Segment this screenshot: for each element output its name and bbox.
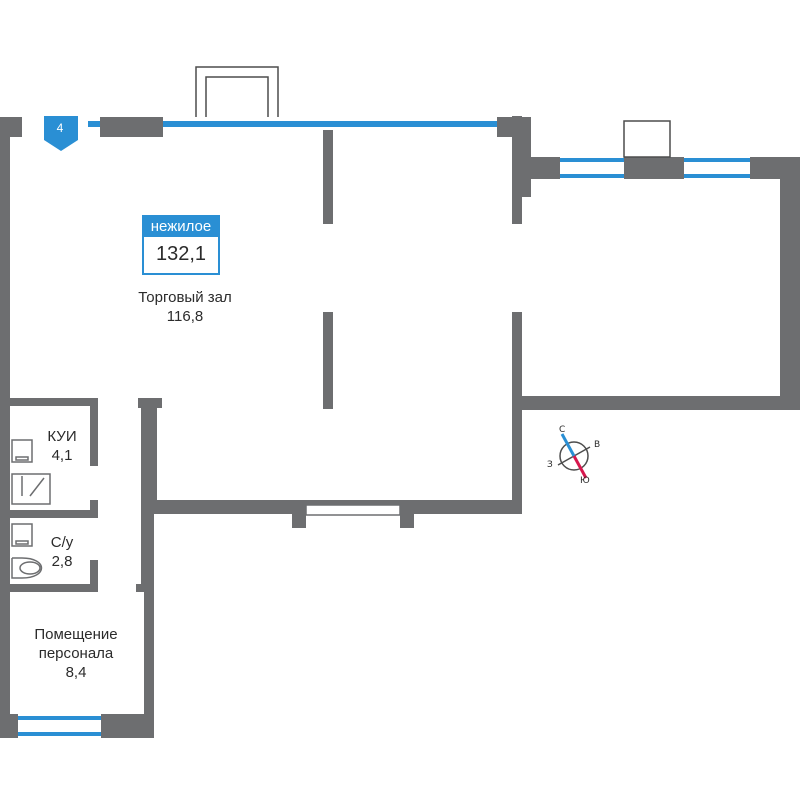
room-kui: КУИ 4,1 (38, 427, 86, 465)
porch (195, 66, 279, 117)
wall-segment (323, 312, 333, 409)
wall-segment (0, 584, 98, 592)
compass-east-label: В (594, 440, 601, 450)
porch-right (623, 120, 671, 158)
sink-icon (11, 439, 33, 463)
room-wc: С/у 2,8 (40, 533, 84, 571)
room-area: 2,8 (51, 553, 73, 570)
shower-icon (11, 473, 51, 505)
window (684, 174, 750, 178)
compass-south-arrow (572, 455, 588, 479)
wall-segment (147, 398, 157, 514)
toilet-icon (19, 561, 41, 575)
window (18, 732, 101, 736)
sink-icon (15, 540, 29, 545)
badge-area: 132,1 (155, 243, 207, 265)
wall-segment (136, 584, 154, 592)
shower-icon (21, 476, 45, 497)
room-area: 116,8 (166, 308, 204, 325)
room-name: персонала (38, 645, 114, 662)
wall-segment (512, 312, 522, 510)
wall-segment (512, 116, 522, 224)
wall-segment (101, 714, 154, 738)
porch-inner (205, 76, 269, 117)
wall-segment (323, 130, 333, 224)
sink-icon (15, 456, 29, 461)
walls (0, 116, 800, 738)
window (88, 121, 100, 127)
room-sales-hall: Торговый зал 116,8 (110, 288, 260, 326)
wall-segment (512, 396, 800, 410)
wall-segment (138, 398, 162, 408)
wall-segment (0, 398, 98, 406)
compass-north-label: С (559, 425, 566, 435)
window (560, 174, 624, 178)
compass-south-label: Ю (580, 476, 590, 486)
room-area: 4,1 (51, 447, 73, 464)
area-badge: нежилое 132,1 (142, 215, 220, 275)
floor-tag-shape (44, 116, 78, 151)
badge-type: нежилое (144, 217, 218, 237)
wall-segment (780, 157, 800, 410)
window (18, 716, 101, 720)
room-name: Торговый зал (138, 289, 232, 306)
room-name: Помещение (34, 626, 118, 643)
wall-segment (624, 157, 684, 179)
wall-segment (90, 500, 98, 518)
room-staff: Помещение персонала 8,4 (14, 625, 138, 682)
wall-segment (90, 398, 98, 466)
compass-circle (559, 441, 589, 471)
window (163, 121, 497, 127)
toilet-icon (11, 557, 43, 579)
wall-segment (0, 117, 10, 737)
wall-segment (0, 714, 18, 738)
fixtures (11, 439, 51, 579)
wall-segment (100, 117, 163, 137)
compass-west-label: З (547, 460, 553, 470)
porch-outline (195, 66, 279, 117)
compass (557, 433, 591, 479)
windows (18, 121, 750, 736)
wall-segment (512, 157, 560, 179)
floor-number: 4 (56, 121, 64, 135)
wall-segment (141, 398, 147, 584)
wall-segment (400, 500, 414, 528)
compass-north-arrow (560, 433, 576, 457)
window (684, 158, 750, 162)
room-name: С/у (50, 534, 74, 551)
window (305, 504, 401, 516)
wall-segment (144, 510, 154, 738)
sink-icon (11, 523, 33, 547)
wall-segment (0, 510, 98, 518)
window (560, 158, 624, 162)
room-area: 8,4 (65, 664, 87, 681)
room-name: КУИ (47, 428, 77, 445)
wall-segment (90, 560, 98, 590)
wall-segment (292, 500, 306, 528)
